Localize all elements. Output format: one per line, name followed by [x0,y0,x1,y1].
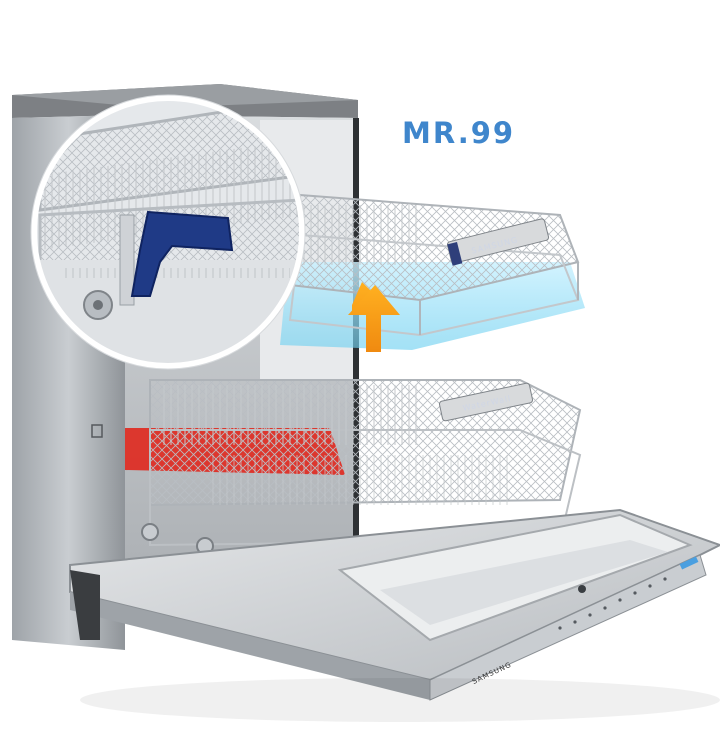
lower-rack-handle [438,382,534,422]
upper-rack: SAMSUNG [288,193,580,337]
dishwasher-door: SAMSUNG [69,508,720,701]
zoom-inset [30,94,306,370]
lower-rack: WaterWall [141,379,582,585]
upper-rack-handle [446,218,550,264]
raise-arrow [348,282,400,352]
watermark-text: MR.99 [402,116,516,150]
rack-adjuster-handle [130,210,234,297]
door-hinge [70,570,100,640]
